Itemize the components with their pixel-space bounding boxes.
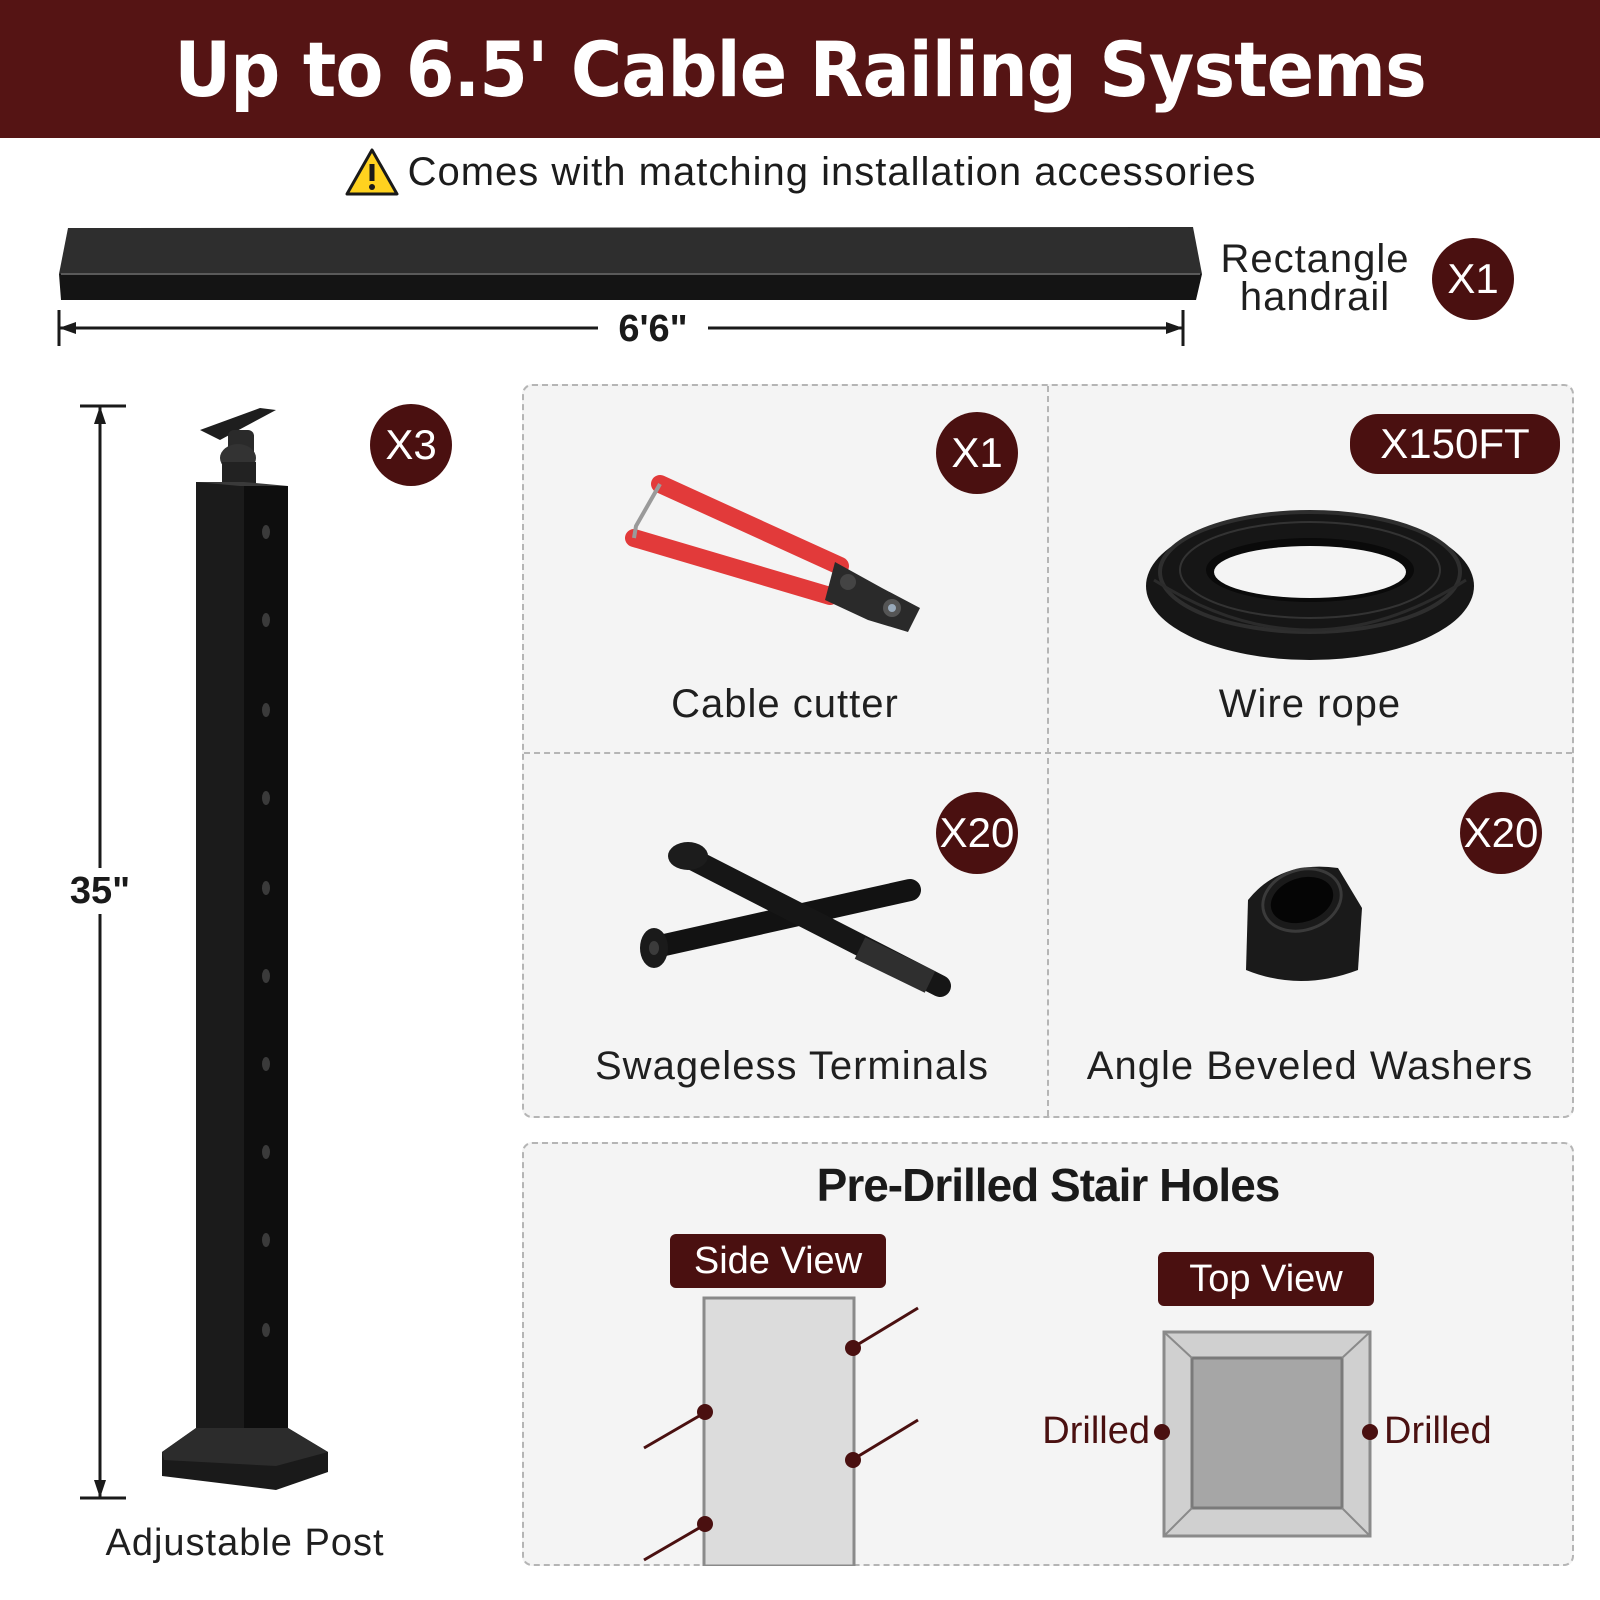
wire-rope-quantity-badge: X150FT <box>1350 414 1560 474</box>
cable-cutter-label: Cable cutter <box>671 682 899 726</box>
page-title: Up to 6.5' Cable Railing Systems <box>174 24 1426 114</box>
pre-drilled-holes-panel <box>522 1142 1574 1566</box>
pre-drilled-holes-title: Pre-Drilled Stair Holes <box>816 1159 1281 1211</box>
beveled-washer-icon <box>1246 866 1362 981</box>
swageless-terminals-label: Swageless Terminals <box>595 1044 989 1088</box>
top-view-tag: Top View <box>1158 1252 1374 1306</box>
swageless-terminals-quantity-badge: X20 <box>936 792 1018 874</box>
beveled-washers-label: Angle Beveled Washers <box>1086 1044 1534 1088</box>
swageless-terminal-icon <box>640 842 951 997</box>
header-banner: Up to 6.5' Cable Railing Systems <box>0 0 1600 138</box>
right-drilled-hole-dot <box>1362 1424 1378 1440</box>
left-drilled-hole-dot <box>1154 1424 1170 1440</box>
handrail-name-line2: handrail <box>1239 275 1391 319</box>
post-height-label: 35" <box>60 868 140 914</box>
warning-icon <box>345 148 399 196</box>
handrail-name-line1: Rectangle <box>1220 237 1410 281</box>
side-view-diagram <box>643 1296 919 1566</box>
subtitle: Comes with matching installation accesso… <box>0 146 1600 198</box>
side-view-tag: Side View <box>670 1234 886 1288</box>
adjustable-post-image <box>162 408 328 1490</box>
beveled-washers-quantity-badge: X20 <box>1460 792 1542 874</box>
post-quantity-badge: X3 <box>370 404 452 486</box>
post-name: Adjustable Post <box>105 1522 385 1564</box>
top-view-diagram <box>1162 1330 1372 1538</box>
post-dimension-line <box>80 404 126 1500</box>
handrail-length-label: 6'6" <box>598 308 708 350</box>
accessories-divider-horizontal <box>524 752 1572 754</box>
cable-cutter-quantity-badge: X1 <box>936 412 1018 494</box>
handrail-name: Rectangle handrail <box>1210 237 1420 319</box>
wire-rope-coil-icon <box>1146 510 1474 660</box>
subtitle-text: Comes with matching installation accesso… <box>407 149 1257 194</box>
left-drilled-label: Drilled <box>1042 1410 1150 1452</box>
handrail-image <box>59 227 1202 300</box>
handrail-quantity-badge: X1 <box>1432 238 1514 320</box>
right-drilled-label: Drilled <box>1384 1410 1492 1452</box>
accessories-divider-vertical <box>1047 386 1049 1116</box>
wire-rope-label: Wire rope <box>1218 682 1402 726</box>
cable-cutter-icon <box>625 475 920 632</box>
